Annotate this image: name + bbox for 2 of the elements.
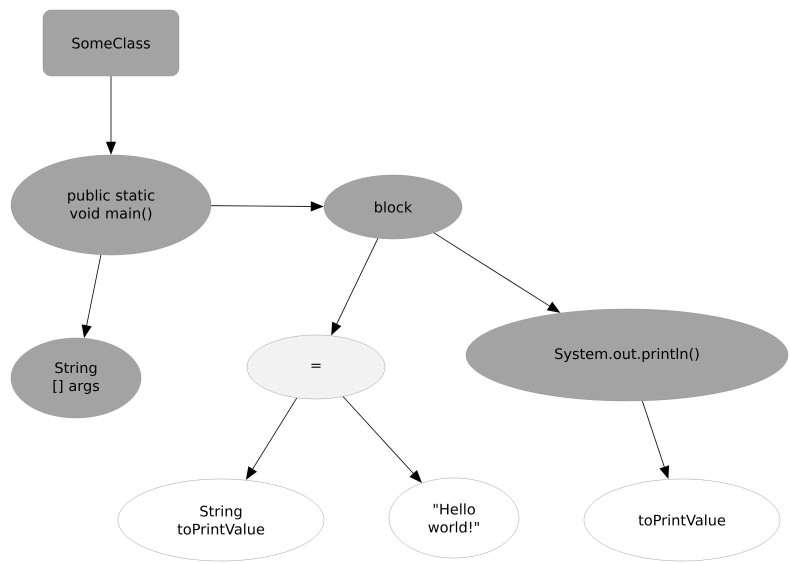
- class-box: SomeClass: [42, 10, 180, 76]
- arrow: [342, 396, 422, 483]
